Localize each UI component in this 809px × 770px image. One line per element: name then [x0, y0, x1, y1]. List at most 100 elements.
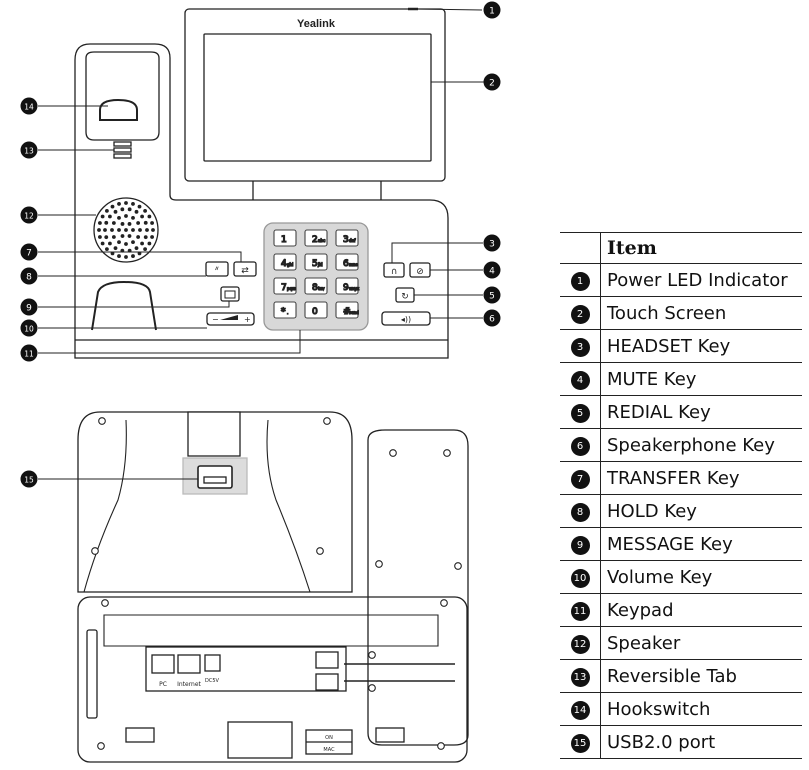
- speaker-hole: [136, 235, 141, 239]
- speaker-holes: [97, 201, 155, 259]
- speaker-hole: [104, 235, 109, 240]
- speaker-hole: [140, 241, 144, 246]
- legend-row: 12 Speaker: [560, 626, 802, 660]
- legend-number-cell: 3: [560, 329, 601, 363]
- keypad-key-cap: [273, 277, 297, 295]
- keypad-key-cap: [335, 301, 359, 319]
- callout-12: 12: [20, 206, 38, 224]
- keypad-key-cap: [304, 229, 328, 247]
- screw: [368, 684, 376, 692]
- speaker-hole: [120, 207, 125, 212]
- speaker-hole: [134, 246, 139, 251]
- power-port: [204, 654, 221, 672]
- screw: [375, 560, 383, 568]
- callout-badge: [483, 286, 501, 304]
- callout-number: 5: [489, 291, 495, 301]
- legend-number-cell: 4: [560, 362, 601, 396]
- legend-number-cell: 8: [560, 494, 601, 528]
- speaker-hole: [120, 222, 125, 226]
- redial-icon: ↻: [401, 292, 409, 302]
- speaker-hole: [98, 235, 102, 239]
- callout-badge: [20, 97, 38, 115]
- callout-8: 8: [20, 267, 38, 285]
- hold-key: [205, 261, 229, 277]
- legend-number-badge: 3: [570, 338, 590, 357]
- speaker-hole: [111, 235, 116, 239]
- speaker-hole: [110, 228, 114, 232]
- keypad-key-cap: [273, 301, 297, 319]
- keypad-key-digit: 2: [312, 235, 318, 245]
- speaker-hole: [140, 214, 144, 219]
- power-label: DC5V: [205, 678, 220, 684]
- keypad-key-letters: .: [287, 310, 288, 315]
- keypad-key-digit: 0: [312, 307, 318, 317]
- legend-item-label: Hookswitch: [600, 692, 802, 726]
- speaker-hole: [145, 228, 149, 232]
- screw: [440, 599, 448, 607]
- legend-number-cell: 10: [560, 560, 601, 594]
- legend-item-label: HEADSET Key: [600, 329, 802, 363]
- brand-logo: Yealink: [297, 18, 336, 30]
- keypad-key-digit: 1: [281, 235, 287, 245]
- legend-number-badge: 12: [570, 635, 590, 654]
- speaker-hole: [117, 228, 121, 232]
- touch-screen: [203, 33, 432, 162]
- legend-item-label: Power LED Indicator: [600, 263, 802, 297]
- legend-number-cell: 1: [560, 263, 601, 297]
- transfer-icon: ⇄: [241, 266, 249, 276]
- keypad-key-12[interactable]: #send: [335, 301, 360, 319]
- speaker-hole: [111, 221, 116, 225]
- legend-number-badge: 9: [570, 536, 590, 555]
- legend-header: Item: [560, 232, 802, 264]
- legend-item-label: Touch Screen: [600, 296, 802, 330]
- callout-badge: [20, 243, 38, 261]
- callout-badge: [20, 206, 38, 224]
- callout-4: 4: [483, 261, 501, 279]
- speaker-hole: [117, 215, 121, 220]
- keypad-key-digit: *: [281, 307, 286, 317]
- legend-item-label: Speaker: [600, 626, 802, 660]
- keypad-key-10[interactable]: *.: [273, 301, 297, 319]
- legend-number-badge: 4: [570, 371, 590, 390]
- speaker-hole: [131, 228, 135, 232]
- keypad-key-11[interactable]: 0: [304, 301, 328, 319]
- speaker-hole: [124, 255, 128, 259]
- stand-connector-back: [187, 411, 241, 457]
- speaker-hole: [117, 254, 121, 258]
- screw: [443, 449, 451, 457]
- keypad-key-cap: [304, 253, 328, 271]
- callout-11: 11: [20, 344, 38, 362]
- legend-number-badge: 2: [570, 305, 590, 324]
- keypad-key-digit: 9: [343, 283, 349, 293]
- handset-port: [315, 673, 339, 691]
- speaker-hole: [143, 235, 148, 240]
- speaker-hole: [131, 240, 135, 245]
- speaker-hole: [143, 209, 147, 213]
- legend-number-cell: 11: [560, 593, 601, 627]
- speaker-hole: [117, 202, 121, 206]
- keypad-key-cap: [304, 301, 328, 319]
- keypad-key-cap: [335, 253, 359, 271]
- speaker-hole: [124, 242, 128, 246]
- keypad-key-cap: [335, 277, 359, 295]
- legend-number-badge: 15: [570, 734, 590, 753]
- callout-14: 14: [20, 97, 38, 115]
- callout-number: 1: [489, 6, 495, 16]
- keypad-key-1[interactable]: 1: [273, 229, 297, 247]
- callout-2: 2: [483, 73, 501, 91]
- legend-item-label: Keypad: [600, 593, 802, 627]
